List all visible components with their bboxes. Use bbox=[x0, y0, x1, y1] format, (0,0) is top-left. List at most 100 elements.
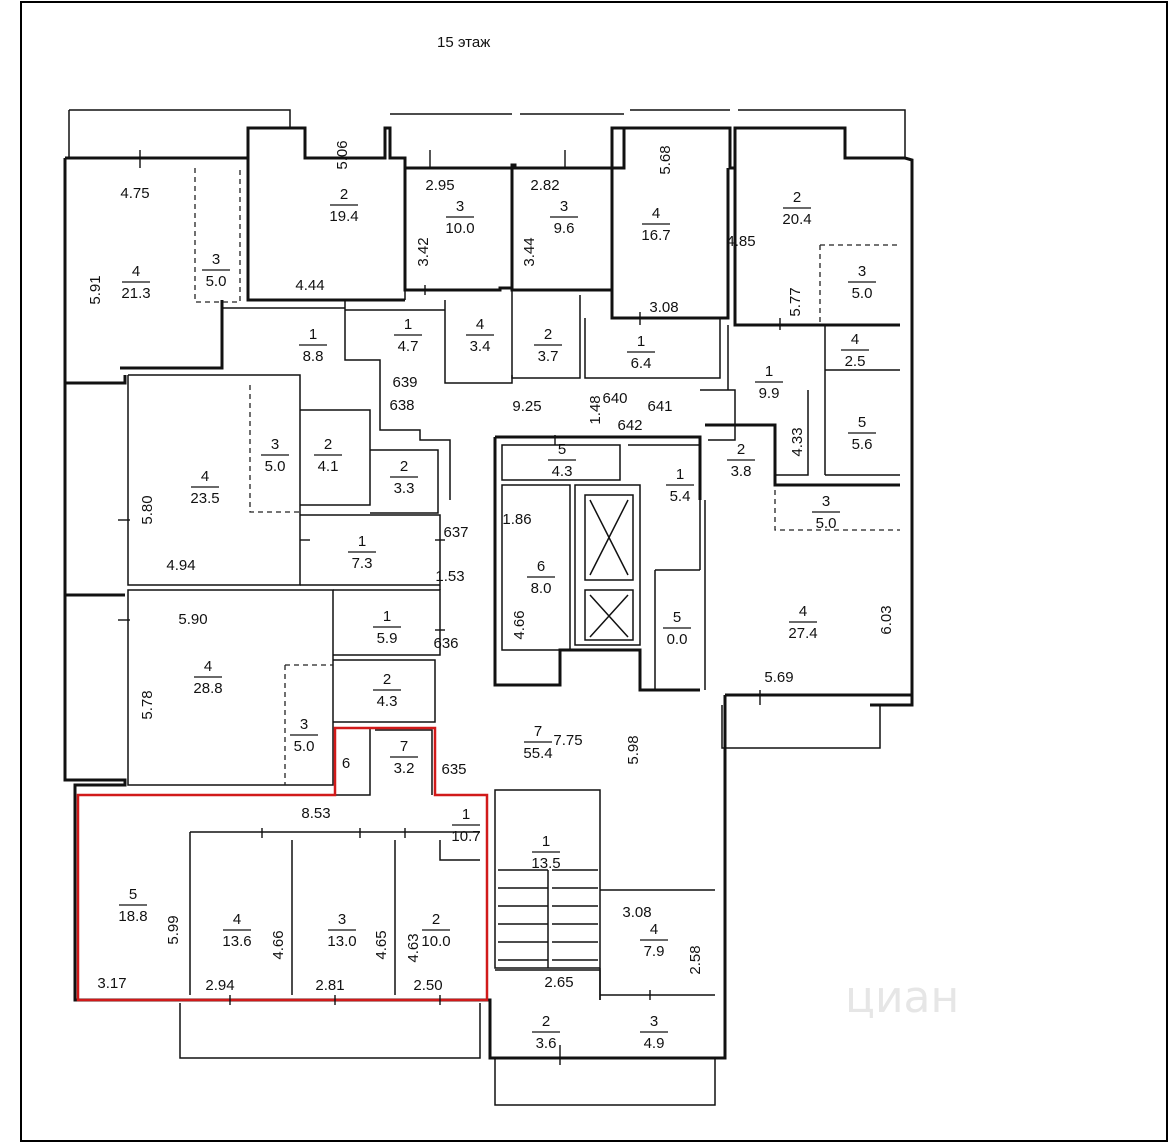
room-area: 9.9 bbox=[759, 385, 780, 402]
room-area: 10.0 bbox=[421, 933, 450, 950]
room-area: 21.3 bbox=[121, 285, 150, 302]
room-number: 4 bbox=[650, 921, 658, 938]
room-label: 50.0 bbox=[663, 609, 691, 648]
dimension-label: 4.85 bbox=[726, 233, 755, 250]
dimension-label: 1.53 bbox=[435, 568, 464, 585]
room-label: 23.6 bbox=[532, 1013, 560, 1052]
room-number: 2 bbox=[793, 189, 801, 206]
room-number: 7 bbox=[400, 738, 408, 755]
room-label: 35.0 bbox=[261, 436, 289, 475]
room-area: 20.4 bbox=[782, 211, 811, 228]
room-label: 35.0 bbox=[812, 493, 840, 532]
room-label: 43.4 bbox=[466, 316, 494, 355]
dimension-label: 635 bbox=[441, 761, 466, 778]
room-number: 3 bbox=[560, 198, 568, 215]
room-number: 4 bbox=[132, 263, 140, 280]
room-number: 1 bbox=[676, 466, 684, 483]
dimension-labels: 4.755.915.064.442.953.422.823.445.683.08… bbox=[87, 140, 895, 994]
dimension-label: 5.98 bbox=[625, 735, 642, 764]
walls bbox=[63, 109, 914, 1106]
room-label: 35.0 bbox=[848, 263, 876, 302]
room-number: 2 bbox=[544, 326, 552, 343]
dimension-label: 4.94 bbox=[166, 557, 195, 574]
dimension-label: 5.77 bbox=[787, 287, 804, 316]
room-area: 7.3 bbox=[352, 555, 373, 572]
room-number: 5 bbox=[558, 441, 566, 458]
dimension-label: 5.78 bbox=[139, 690, 156, 719]
room-area: 10.0 bbox=[445, 220, 474, 237]
dimension-label: 6 bbox=[342, 755, 350, 772]
room-label: 428.8 bbox=[193, 658, 222, 697]
room-label: 24.1 bbox=[314, 436, 342, 475]
room-number: 1 bbox=[383, 608, 391, 625]
room-label: 54.3 bbox=[548, 441, 576, 480]
room-number: 4 bbox=[201, 468, 209, 485]
floor-title: 15 этаж bbox=[437, 34, 490, 51]
dimension-label: 636 bbox=[433, 635, 458, 652]
dimension-label: 639 bbox=[392, 374, 417, 391]
dimension-label: 2.82 bbox=[530, 177, 559, 194]
dimension-label: 4.75 bbox=[120, 185, 149, 202]
room-number: 1 bbox=[765, 363, 773, 380]
room-area: 13.6 bbox=[222, 933, 251, 950]
room-label: 73.2 bbox=[390, 738, 418, 777]
room-number: 5 bbox=[858, 414, 866, 431]
dimension-label: 3.08 bbox=[622, 904, 651, 921]
dimension-label: 7.75 bbox=[553, 732, 582, 749]
dimension-label: 3.17 bbox=[97, 975, 126, 992]
room-area: 3.3 bbox=[394, 480, 415, 497]
room-label: 23.3 bbox=[390, 458, 418, 497]
room-label: 310.0 bbox=[445, 198, 474, 237]
dimension-label: 4.44 bbox=[295, 277, 324, 294]
room-area: 4.3 bbox=[377, 693, 398, 710]
room-area: 10.7 bbox=[451, 828, 480, 845]
room-label: 15.4 bbox=[666, 466, 694, 505]
room-number: 6 bbox=[537, 558, 545, 575]
room-number: 3 bbox=[650, 1013, 658, 1030]
room-label: 55.6 bbox=[848, 414, 876, 453]
dimension-label: 4.66 bbox=[270, 930, 287, 959]
room-number: 3 bbox=[212, 251, 220, 268]
dimension-label: 5.90 bbox=[178, 611, 207, 628]
dimension-label: 1.48 bbox=[587, 395, 604, 424]
room-number: 4 bbox=[652, 205, 660, 222]
dimension-label: 5.80 bbox=[139, 495, 156, 524]
dimension-label: 638 bbox=[389, 397, 414, 414]
dimension-label: 8.53 bbox=[301, 805, 330, 822]
room-area: 5.9 bbox=[377, 630, 398, 647]
room-area: 5.0 bbox=[294, 738, 315, 755]
dimension-label: 2.58 bbox=[687, 945, 704, 974]
room-area: 5.6 bbox=[852, 436, 873, 453]
room-number: 3 bbox=[822, 493, 830, 510]
room-area: 5.0 bbox=[265, 458, 286, 475]
room-area: 3.4 bbox=[470, 338, 491, 355]
room-area: 4.7 bbox=[398, 338, 419, 355]
dimension-label: 5.06 bbox=[334, 140, 351, 169]
room-label: 113.5 bbox=[531, 833, 560, 872]
dimension-label: 9.25 bbox=[512, 398, 541, 415]
room-number: 2 bbox=[432, 911, 440, 928]
dimension-label: 5.91 bbox=[87, 275, 104, 304]
room-label: 18.8 bbox=[299, 326, 327, 365]
room-area: 3.6 bbox=[536, 1035, 557, 1052]
room-area: 27.4 bbox=[788, 625, 817, 642]
room-number: 3 bbox=[338, 911, 346, 928]
room-label: 39.6 bbox=[550, 198, 578, 237]
dimension-label: 6.03 bbox=[878, 605, 895, 634]
room-label: 23.7 bbox=[534, 326, 562, 365]
room-area: 19.4 bbox=[329, 208, 358, 225]
room-label: 210.0 bbox=[421, 911, 450, 950]
room-number: 4 bbox=[851, 331, 859, 348]
room-label: 42.5 bbox=[841, 331, 869, 370]
room-label: 35.0 bbox=[290, 716, 318, 755]
room-number: 3 bbox=[858, 263, 866, 280]
dimension-label: 5.99 bbox=[165, 915, 182, 944]
room-number: 2 bbox=[542, 1013, 550, 1030]
room-area: 28.8 bbox=[193, 680, 222, 697]
room-area: 5.0 bbox=[206, 273, 227, 290]
room-number: 2 bbox=[340, 186, 348, 203]
room-label: 220.4 bbox=[782, 189, 811, 228]
room-number: 3 bbox=[271, 436, 279, 453]
room-area: 4.9 bbox=[644, 1035, 665, 1052]
dimension-label: 4.66 bbox=[511, 610, 528, 639]
